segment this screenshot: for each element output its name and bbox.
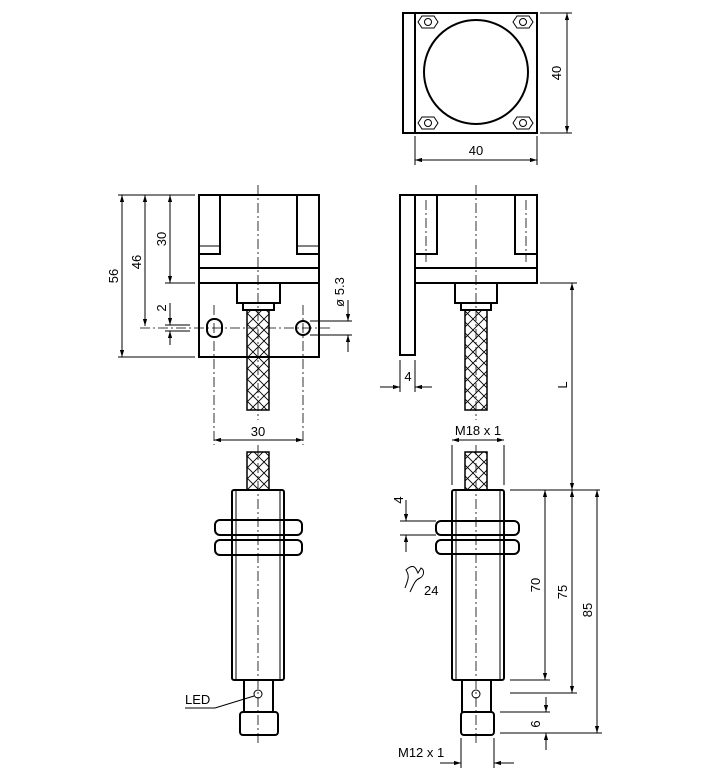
dim-thread-m12: M12 x 1: [398, 745, 444, 760]
wrench-icon: [404, 566, 424, 593]
led-label: LED: [185, 692, 210, 707]
sensor-right: M18 x 1 4 24 70 75 85 6 M12 x 1: [391, 423, 602, 768]
dim-top-height: 40: [549, 66, 564, 80]
dim-2: 2: [154, 304, 169, 311]
dim-70: 70: [528, 578, 543, 592]
dim-top-width: 40: [469, 143, 483, 158]
dim-hole-diameter: ø 5.3: [332, 277, 347, 307]
wrench-size: 24: [424, 583, 438, 598]
dim-56: 56: [106, 269, 121, 283]
front-view: 56 46 30 2 ø 5.3 30: [106, 185, 352, 445]
dim-46: 46: [129, 255, 144, 269]
side-view: 4 L: [380, 185, 577, 490]
dim-plate-4: 4: [404, 369, 411, 384]
dim-thread-m18: M18 x 1: [455, 423, 501, 438]
dim-85: 85: [580, 603, 595, 617]
dim-75: 75: [555, 585, 570, 599]
dim-cable-length: L: [555, 381, 570, 388]
top-view: 40 40: [402, 12, 572, 165]
dim-30-vertical: 30: [154, 232, 169, 246]
dim-nut-4: 4: [391, 496, 406, 503]
sensor-left: LED: [185, 445, 303, 745]
hex-nut-icon: [417, 15, 534, 130]
dim-6: 6: [528, 720, 543, 727]
dim-30-horizontal: 30: [251, 424, 265, 439]
